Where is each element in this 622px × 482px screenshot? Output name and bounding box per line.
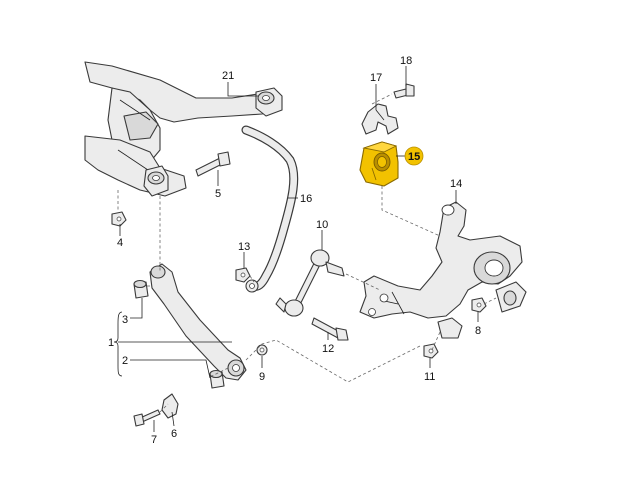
callout-2: 2 (122, 355, 128, 367)
callout-14: 14 (450, 178, 462, 190)
callout-1: 1 (108, 337, 114, 349)
leader-lines (113, 66, 479, 432)
bolt-18 (393, 83, 415, 99)
transverse-link (149, 263, 247, 381)
callout-13: 13 (238, 241, 250, 253)
callout-21: 21 (222, 70, 234, 82)
nut-4 (111, 211, 127, 227)
callout-8: 8 (475, 325, 481, 337)
callout-4: 4 (117, 237, 123, 249)
stabilizer-bar (241, 125, 299, 293)
callout-10: 10 (316, 219, 328, 231)
callout-7: 7 (151, 434, 157, 446)
callout-15: 15 (408, 151, 420, 163)
assembly-lines (117, 93, 497, 413)
callout-3: 3 (122, 314, 128, 326)
callout-6: 6 (171, 428, 177, 440)
bolt-5 (195, 151, 231, 177)
callout-5: 5 (215, 188, 221, 200)
subframe-bushing-lower (143, 165, 169, 197)
rubber-bush-15 (359, 141, 399, 187)
washer-9 (256, 344, 268, 356)
callout-11: 11 (424, 371, 435, 383)
callout-labels: 21 17 18 15 14 16 10 13 5 4 3 1 2 12 9 8… (108, 55, 481, 446)
eccentric-washer-6 (161, 393, 179, 419)
callout-12: 12 (322, 343, 334, 355)
callout-16: 16 (300, 193, 312, 205)
nut-13 (235, 267, 251, 283)
nut-11 (423, 343, 439, 359)
coupling-rod (275, 249, 345, 317)
callout-17: 17 (370, 72, 382, 84)
callout-15-highlight (404, 146, 424, 166)
subframe-bushing-upper (255, 87, 283, 117)
bolt-7 (133, 409, 161, 427)
clamp-17 (361, 103, 399, 135)
bush-3 (133, 279, 149, 299)
bolt-12 (311, 317, 349, 341)
wheel-bearing-housing (359, 201, 527, 339)
callout-18: 18 (400, 55, 412, 67)
callout-9: 9 (259, 371, 265, 383)
nut-8 (471, 297, 487, 313)
